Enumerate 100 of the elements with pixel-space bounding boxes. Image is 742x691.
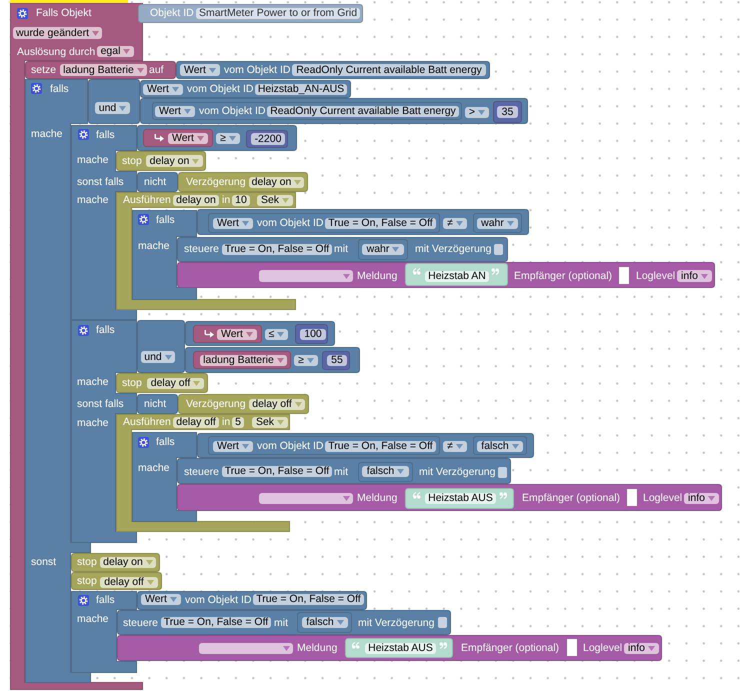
- text-field: delay off: [173, 417, 219, 428]
- dropdown-field: ≥: [294, 355, 318, 366]
- text-field: Heizstab AN: [425, 271, 489, 282]
- set-variable-block: [25, 61, 176, 79]
- block-label: sonst falls: [77, 175, 124, 189]
- control-block: [177, 458, 511, 484]
- block-label: setze: [31, 63, 56, 77]
- compare-block: [197, 433, 534, 458]
- not-block: [137, 394, 178, 414]
- message-block: [177, 484, 722, 511]
- block-label: mit: [274, 616, 288, 630]
- block-label: falls: [96, 323, 115, 337]
- block-label: Meldung: [357, 269, 398, 283]
- block-label: Empfänger (optional): [522, 491, 620, 505]
- message-block: [177, 262, 715, 288]
- text-field: SmartMeter Power to or from Grid: [196, 8, 360, 19]
- event-value-block: [143, 129, 213, 147]
- dropdown-field: delay on: [146, 155, 203, 167]
- block-label: Ausführen: [123, 193, 171, 207]
- block-label: mit Verzögerung: [419, 465, 496, 479]
- block-label: falls: [50, 82, 69, 96]
- block-label: vom Objekt ID: [199, 104, 266, 118]
- block-label: auf: [149, 63, 164, 77]
- number-field: 55: [327, 355, 347, 366]
- block-label: in: [222, 193, 230, 207]
- block-label: Meldung: [297, 641, 338, 655]
- boolean-block: [473, 213, 522, 233]
- variable-block: [193, 351, 291, 369]
- block-label: Empfänger (optional): [461, 641, 560, 655]
- compare-block: [137, 125, 297, 151]
- block-label: mache: [31, 127, 63, 141]
- text-field: True = On, False = Off: [222, 466, 332, 477]
- stop-timer-block: [71, 553, 160, 572]
- dropdown-field: delay off: [249, 399, 305, 410]
- compare-block: [197, 209, 529, 235]
- control-block: [177, 237, 508, 262]
- block-label: Meldung: [357, 491, 398, 505]
- block-label: Loglevel: [643, 491, 682, 505]
- text-field: True = On, False = Off: [325, 218, 436, 229]
- object-value-block: [137, 591, 367, 610]
- block-label: Verzögerung: [186, 175, 246, 189]
- dropdown-field: Sek: [257, 195, 293, 206]
- block-label: sonst falls: [77, 397, 124, 411]
- dropdown-field: delay off: [147, 378, 204, 389]
- boolean-block: [473, 436, 527, 455]
- dropdown-field: Wert: [180, 64, 220, 76]
- boolean-block: [358, 462, 413, 482]
- dropdown-field: ladung Batterie: [200, 355, 287, 366]
- block-label: mit: [334, 242, 348, 256]
- block-label: vom Objekt ID: [257, 216, 324, 230]
- dropdown-field: delay on: [249, 177, 304, 188]
- dropdown-field: delay off: [100, 577, 158, 588]
- block-label: Objekt ID: [150, 6, 194, 20]
- block-label: mit Verzögerung: [415, 242, 492, 256]
- block-label: steuere: [123, 616, 158, 630]
- compare-block: [185, 321, 335, 346]
- dropdown-field: falsch: [477, 441, 523, 452]
- block-label: nicht: [144, 175, 166, 189]
- dropdown-field: Wert: [143, 84, 183, 95]
- message-block: [117, 635, 662, 661]
- number-block: [246, 130, 288, 148]
- boolean-block: [297, 612, 352, 633]
- dropdown-field: delay on: [100, 557, 156, 568]
- block-label: sonst: [31, 555, 56, 569]
- dropdown-field: und: [95, 102, 130, 114]
- text-block: [405, 263, 508, 286]
- stop-timer-block: [71, 572, 162, 590]
- dropdown-field: Wert: [213, 218, 253, 229]
- text-block: [405, 488, 514, 509]
- block-label: mit: [334, 465, 348, 479]
- block-label: Loglevel: [583, 641, 622, 655]
- block-label: stop: [122, 376, 142, 390]
- dropdown-field: ≥: [216, 133, 240, 144]
- text-field: 5: [232, 417, 244, 428]
- compare-block: [185, 347, 360, 373]
- block-label: mache: [138, 239, 170, 253]
- number-block: [322, 351, 350, 370]
- dropdown-field: Wert: [217, 329, 257, 340]
- dropdown-field: Wert: [168, 133, 208, 144]
- dropdown-field: wurde geändert: [13, 27, 102, 39]
- text-field: Heizstab AUS: [365, 643, 436, 654]
- dropdown-field: wahr: [362, 244, 404, 255]
- control-block: [117, 610, 451, 635]
- dropdown-field: wahr: [477, 218, 518, 229]
- timer-check-block: [178, 172, 308, 192]
- block-label: falls: [96, 128, 115, 142]
- block-label: nicht: [144, 397, 166, 411]
- block-label: mit Verzögerung: [358, 616, 434, 630]
- block-label: stop: [77, 574, 97, 588]
- text-field: True = On, False = Off: [325, 441, 436, 452]
- block-label: stop: [77, 555, 97, 569]
- object-value-block: [208, 213, 440, 233]
- block-label: falls: [96, 593, 115, 607]
- dropdown-field: info: [677, 270, 712, 282]
- block-label: falls: [156, 213, 175, 227]
- block-label: mache: [77, 193, 109, 207]
- dropdown-field: Sek: [252, 417, 288, 428]
- object-value-block: [152, 102, 462, 120]
- object-value-block: [208, 436, 440, 455]
- dropdown-field: egal: [97, 46, 134, 57]
